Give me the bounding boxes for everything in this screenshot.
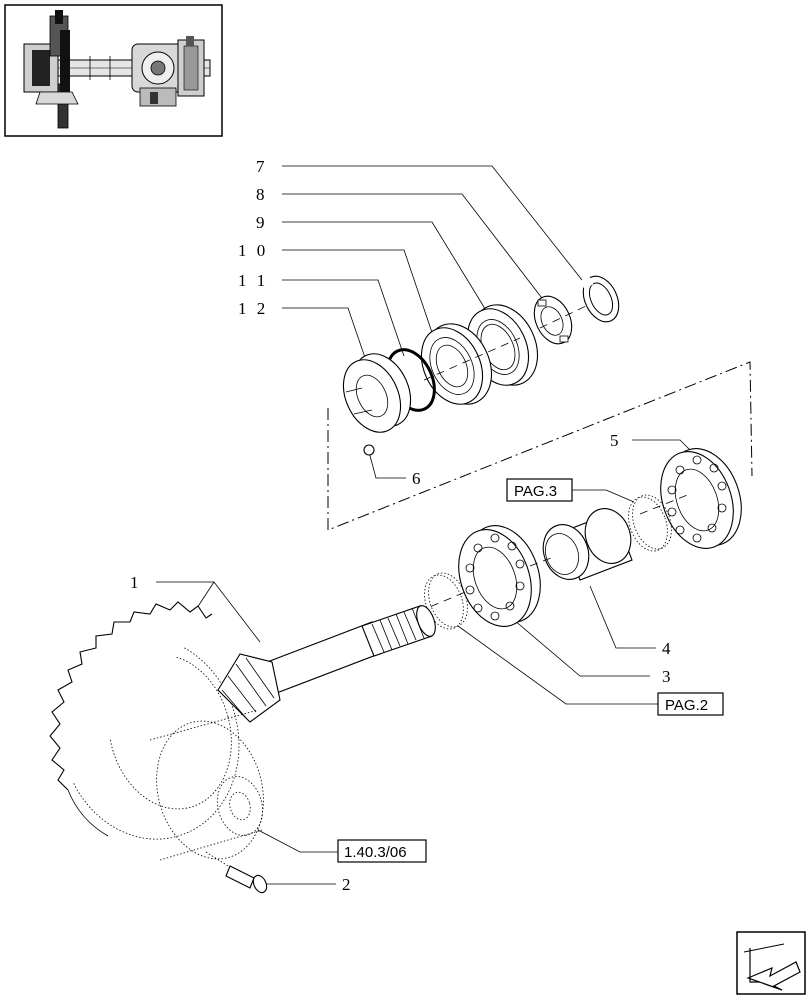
reference-pag3-label: PAG.3: [514, 483, 557, 500]
callout-12: 1 2: [238, 299, 268, 318]
crown-wheel-pinion-part-1: [49, 601, 436, 840]
reference-pag2[interactable]: PAG.2: [657, 692, 724, 716]
shim-pag2: [424, 572, 468, 630]
callout-3: 3: [662, 667, 674, 686]
reference-pag2-label: PAG.2: [665, 697, 708, 714]
seal-housing-part-12: [342, 353, 412, 433]
leader-lines: [156, 165, 699, 885]
bearing-part-5: [660, 448, 742, 549]
callout-8: 8: [256, 185, 268, 204]
assembly-group-bracket: [327, 361, 753, 531]
axle-assembly-thumbnail-icon: [4, 4, 223, 137]
bolt-part-2: [205, 851, 268, 894]
back-arrow-icon[interactable]: [736, 931, 806, 995]
bearing-part-10: [420, 323, 493, 405]
callout-11: 1 1: [238, 271, 268, 290]
callout-1: 1: [130, 573, 142, 592]
callout-6: 6: [412, 469, 424, 488]
reference-1-40-3-06[interactable]: 1.40.3/06: [337, 839, 427, 863]
callout-10: 1 0: [238, 241, 268, 260]
reference-1-40-3-06-label: 1.40.3/06: [344, 844, 407, 861]
callout-5: 5: [610, 431, 622, 450]
bearing-part-3: [458, 525, 541, 627]
callout-4: 4: [662, 639, 674, 658]
callout-2: 2: [342, 875, 354, 894]
callout-7: 7: [256, 157, 268, 176]
callout-labels: 7 8 9 1 0 1 1 1 2 6 5 1 4 3 2: [130, 157, 674, 894]
ring-nut-part-8: [533, 295, 573, 345]
reference-pag3[interactable]: PAG.3: [506, 478, 573, 502]
snap-ring-part-7: [580, 275, 620, 323]
shim-pag3: [628, 494, 672, 552]
ball-part-6: [363, 444, 375, 456]
spacer-sleeve-part-4: [542, 508, 633, 581]
differential-carrier: [149, 709, 264, 861]
callout-9: 9: [256, 213, 268, 232]
